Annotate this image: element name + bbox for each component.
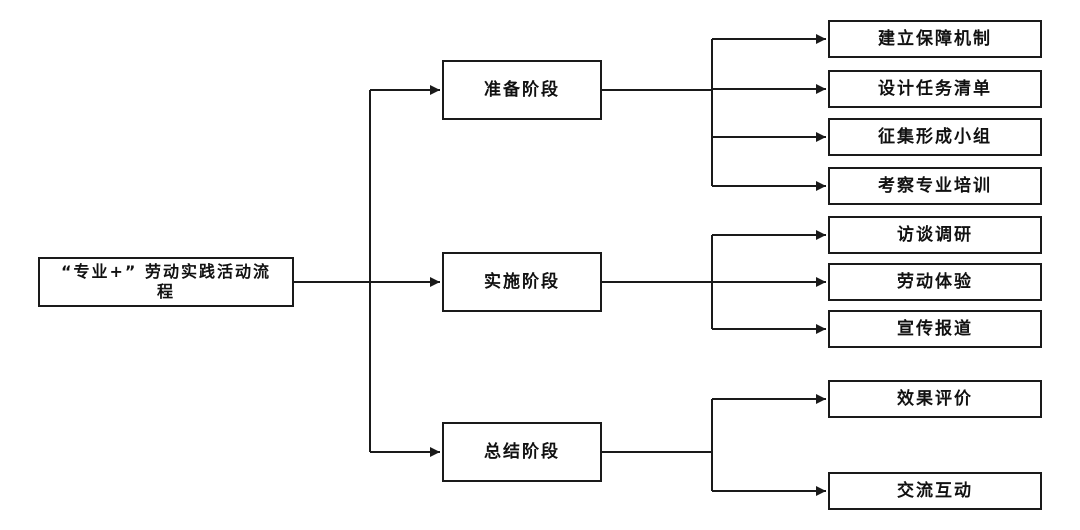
stage-node-implementation: 实施阶段 (442, 252, 602, 312)
task-node: 建立保障机制 (828, 20, 1042, 58)
stage-node-preparation: 准备阶段 (442, 60, 602, 120)
task-node-label: 设计任务清单 (878, 79, 992, 99)
task-node-label: 宣传报道 (897, 319, 973, 339)
root-node: “专业+” 劳动实践活动流程 (38, 257, 294, 307)
stage-node-summary: 总结阶段 (442, 422, 602, 482)
stage-node-label: 总结阶段 (484, 442, 560, 462)
task-node: 征集形成小组 (828, 118, 1042, 156)
task-node-label: 访谈调研 (897, 225, 973, 245)
task-node: 劳动体验 (828, 263, 1042, 301)
task-node: 访谈调研 (828, 216, 1042, 254)
stage-node-label: 实施阶段 (484, 272, 560, 292)
task-node-label: 效果评价 (897, 389, 973, 409)
task-node-label: 征集形成小组 (878, 127, 992, 147)
task-node: 交流互动 (828, 472, 1042, 510)
task-node: 效果评价 (828, 380, 1042, 418)
root-node-label: “专业+” 劳动实践活动流程 (60, 262, 271, 301)
task-node-label: 交流互动 (897, 481, 973, 501)
task-node: 设计任务清单 (828, 70, 1042, 108)
task-node-label: 劳动体验 (897, 272, 973, 292)
task-node: 考察专业培训 (828, 167, 1042, 205)
task-node-label: 考察专业培训 (878, 176, 992, 196)
task-node: 宣传报道 (828, 310, 1042, 348)
task-node-label: 建立保障机制 (878, 29, 992, 49)
stage-node-label: 准备阶段 (484, 80, 560, 100)
